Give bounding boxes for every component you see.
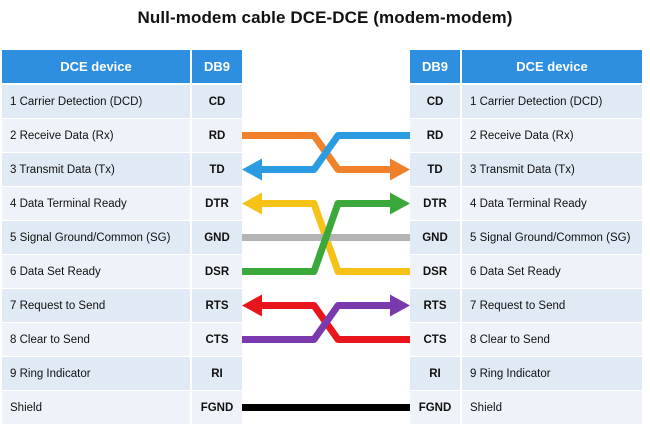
right-row-desc: 3 Transmit Data (Tx)	[461, 152, 642, 187]
right-row-code: CD	[410, 84, 462, 119]
right-row-desc: 6 Data Set Ready	[461, 254, 642, 289]
diagram-title: Null-modem cable DCE-DCE (modem-modem)	[137, 8, 513, 27]
left-row-desc: 2 Receive Data (Rx)	[2, 118, 191, 153]
left-row: 3 Transmit Data (Tx)TD	[2, 152, 242, 187]
left-row-desc: 4 Data Terminal Ready	[2, 186, 191, 221]
left-row-code: TD	[190, 152, 242, 187]
right-row-code: DSR	[410, 254, 462, 289]
right-row-code: DTR	[410, 186, 462, 221]
right-row-desc: 1 Carrier Detection (DCD)	[461, 84, 642, 119]
right-row-code: CTS	[410, 322, 462, 357]
right-header-device: DCE device	[461, 50, 642, 85]
left-row-desc: 5 Signal Ground/Common (SG)	[2, 220, 191, 255]
right-row-code: RTS	[410, 288, 462, 323]
arrowhead-5	[242, 294, 262, 317]
right-table-header: DB9 DCE device	[410, 50, 642, 85]
left-header-db9: DB9	[190, 50, 242, 85]
right-header-db9: DB9	[410, 50, 462, 85]
right-row-code: TD	[410, 152, 462, 187]
left-row-code: RI	[190, 356, 242, 391]
left-row: 2 Receive Data (Rx)RD	[2, 118, 242, 153]
left-pin-table: DCE device DB9 1 Carrier Detection (DCD)…	[2, 50, 242, 425]
left-table-header: DCE device DB9	[2, 50, 242, 85]
wire-1	[262, 132, 410, 173]
wire-6	[242, 302, 390, 343]
arrowhead-4	[390, 192, 410, 215]
left-row-code: DTR	[190, 186, 242, 221]
right-row-desc: 8 Clear to Send	[461, 322, 642, 357]
right-row-desc: 4 Data Terminal Ready	[461, 186, 642, 221]
right-row-code: RI	[410, 356, 462, 391]
left-row-desc: 9 Ring Indicator	[2, 356, 191, 391]
left-row-desc: 1 Carrier Detection (DCD)	[2, 84, 191, 119]
right-row-desc: 5 Signal Ground/Common (SG)	[461, 220, 642, 255]
left-row-code: GND	[190, 220, 242, 255]
left-row-code: DSR	[190, 254, 242, 289]
arrowhead-6	[390, 294, 410, 317]
left-row-desc: 8 Clear to Send	[2, 322, 191, 357]
left-row-desc: 6 Data Set Ready	[2, 254, 191, 289]
right-row-desc: 2 Receive Data (Rx)	[461, 118, 642, 153]
left-row: 5 Signal Ground/Common (SG)GND	[2, 220, 242, 255]
right-row-desc: 9 Ring Indicator	[461, 356, 642, 391]
arrowhead-2	[242, 192, 262, 215]
left-header-device: DCE device	[2, 50, 191, 85]
wire-4	[242, 200, 390, 275]
left-row-desc: 3 Transmit Data (Tx)	[2, 152, 191, 187]
left-row: 1 Carrier Detection (DCD)CD	[2, 84, 242, 119]
left-row-code: CTS	[190, 322, 242, 357]
left-row-desc: 7 Request to Send	[2, 288, 191, 323]
left-row-code: CD	[190, 84, 242, 119]
arrowhead-0	[390, 158, 410, 181]
right-row-code: RD	[410, 118, 462, 153]
right-row-desc: 7 Request to Send	[461, 288, 642, 323]
arrowhead-1	[242, 158, 262, 181]
left-row-code: RD	[190, 118, 242, 153]
right-row-code: GND	[410, 220, 462, 255]
left-row-code: RTS	[190, 288, 242, 323]
